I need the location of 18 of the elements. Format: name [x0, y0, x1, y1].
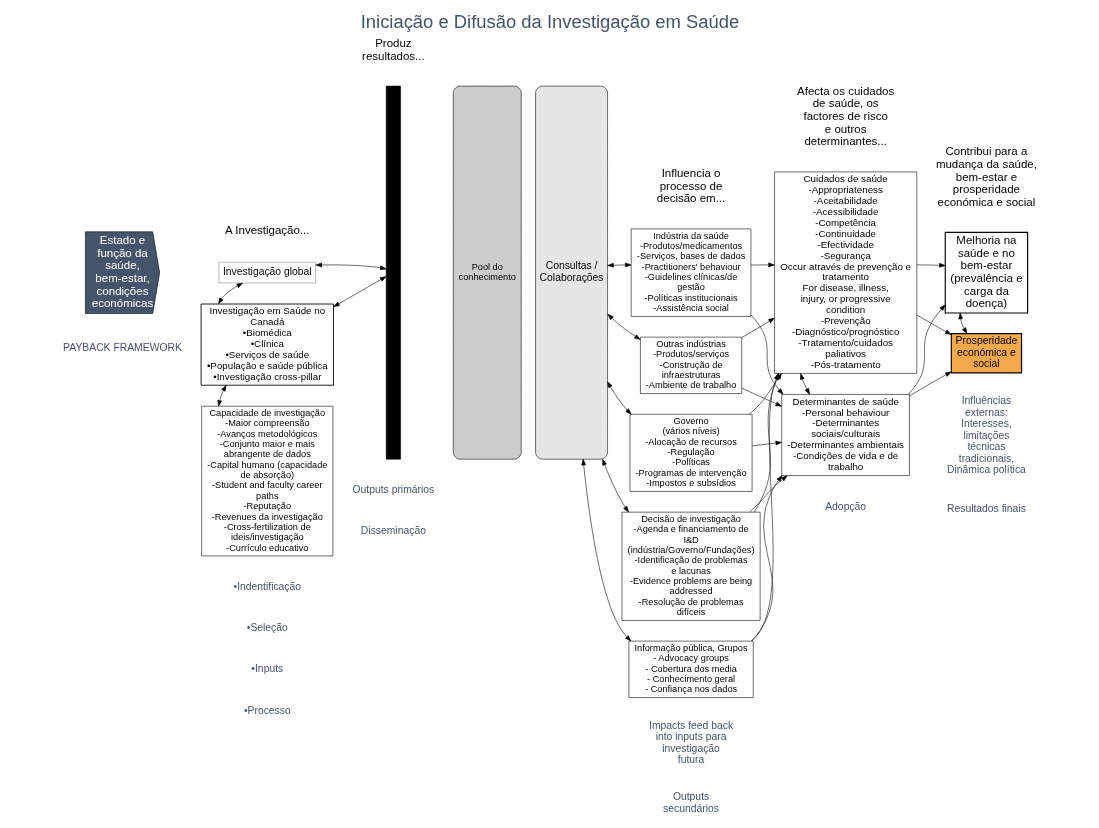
label: Influencia o processo de decisão em...: [656, 167, 725, 205]
label: Influências externas: Interesses, limitações técnicas tradicionais, Dinâmica política: [946, 395, 1026, 476]
label: Impacts feed back into inputs para investigação futura: [648, 719, 733, 766]
label: Adopção: [824, 500, 866, 512]
label: •Seleção: [246, 622, 288, 633]
label: PAYBACK FRAMEWORK: [62, 341, 182, 353]
label: •Indentificação: [233, 580, 301, 592]
label: Afecta os cuidados de saúde, os factores de risco e outros determinantes...: [796, 84, 894, 148]
label: Outputs primários: [352, 483, 434, 495]
label: Outputs secundários: [662, 791, 719, 814]
label: Resultados finais: [946, 503, 1026, 515]
label: A Investigação...: [224, 224, 309, 237]
label: •Inputs: [250, 663, 283, 675]
label: •Processo: [243, 704, 291, 716]
label: Produz resultados...: [361, 36, 425, 62]
diagram-title: Iniciação e Difusão da Investigação em Saúde: [360, 10, 739, 32]
label: Disseminação: [360, 525, 426, 537]
label: Contribui para a mudança da saúde, bem-estar e prosperidade económica e social: [935, 145, 1037, 208]
